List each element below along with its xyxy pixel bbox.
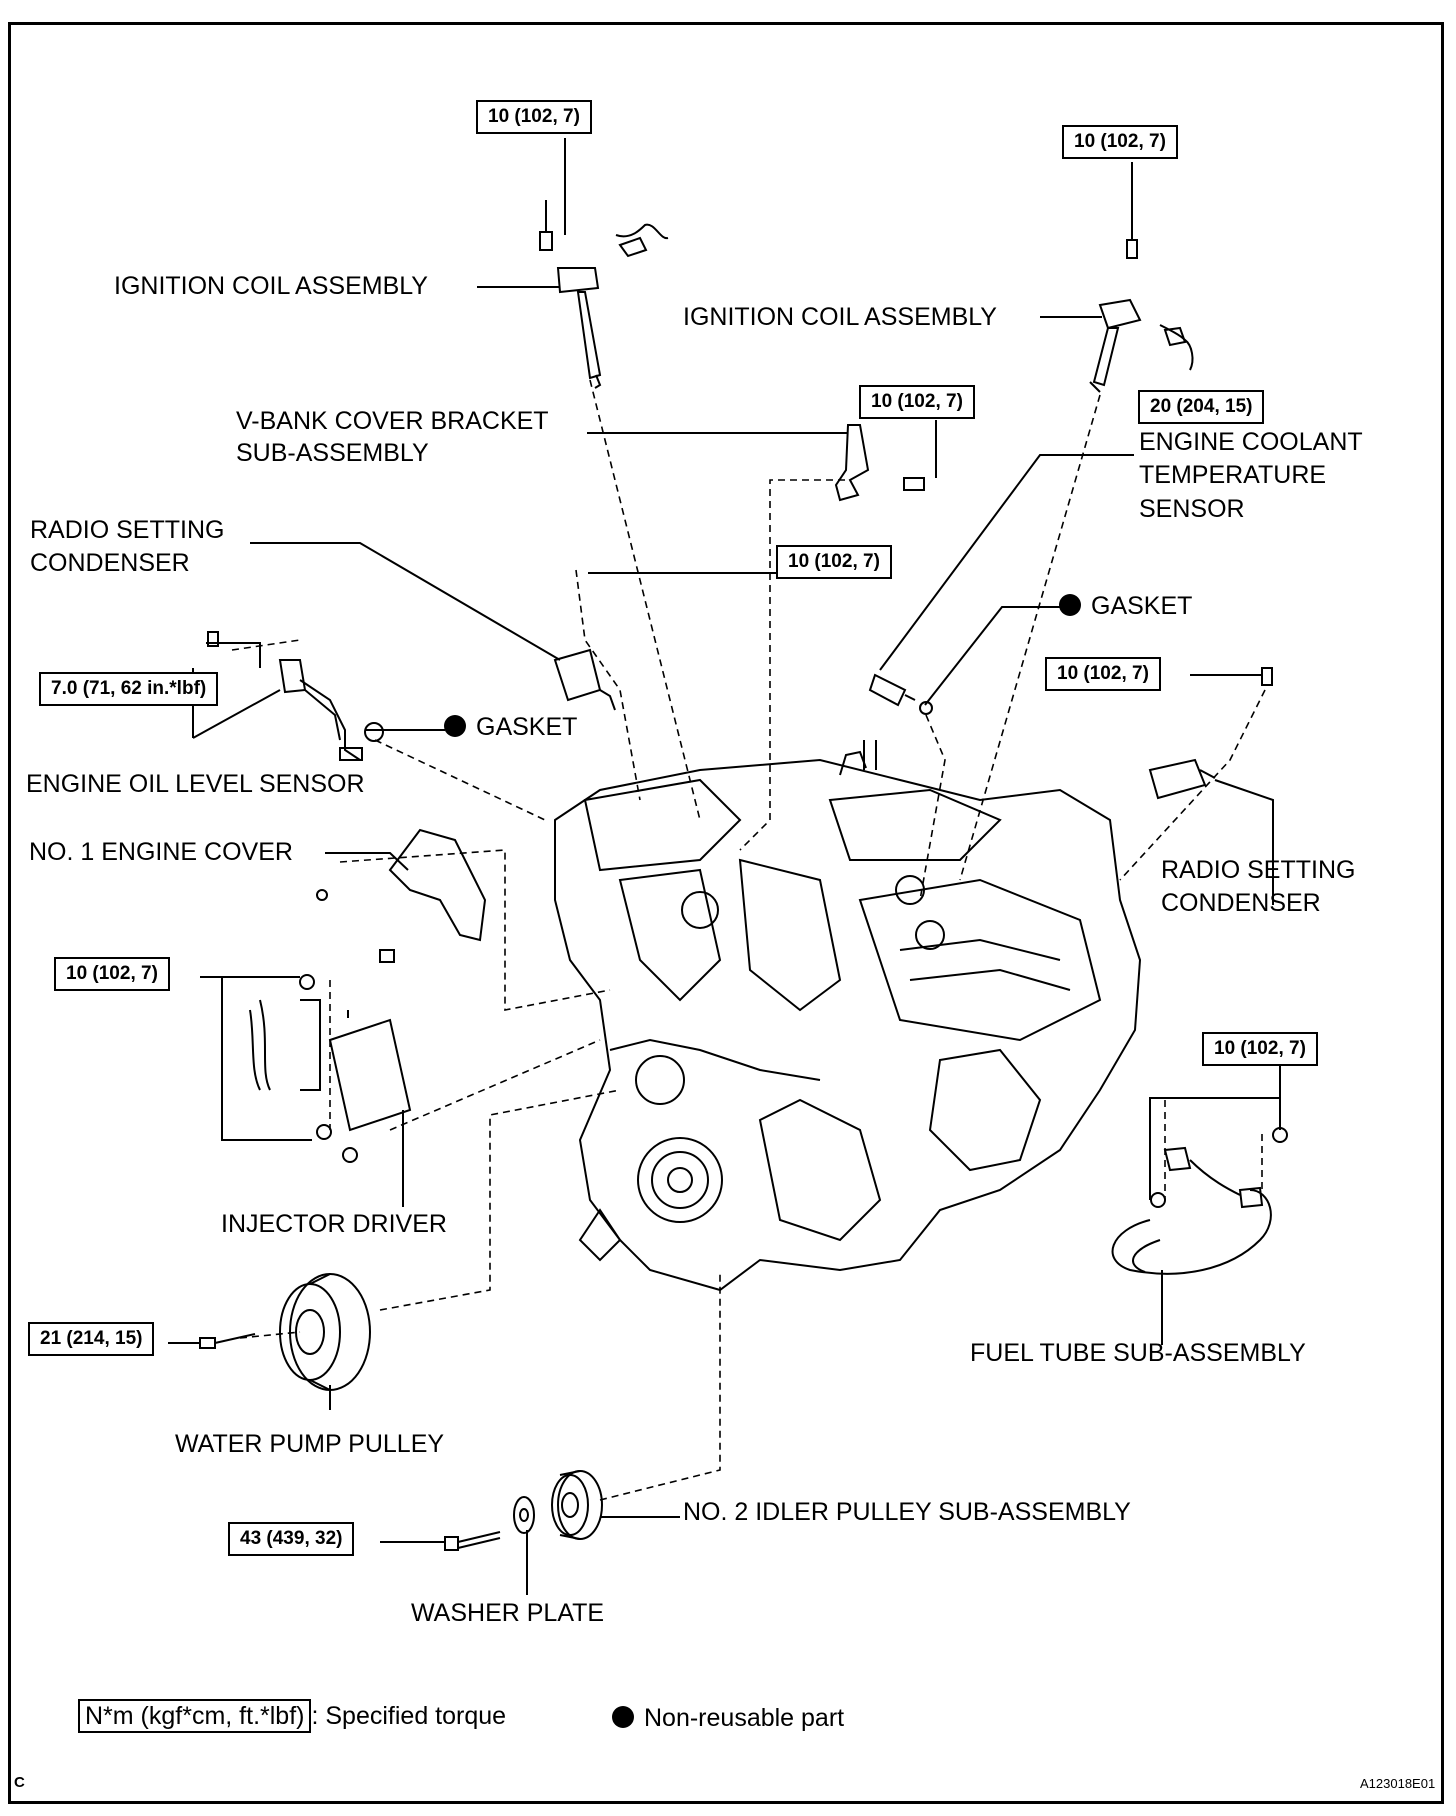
label-coolant-temp-line3: SENSOR [1139,495,1245,523]
ignition-coil-left-art [539,200,669,389]
label-engine-oil-level-sensor: ENGINE OIL LEVEL SENSOR [26,770,365,798]
radio-condenser-left-art [553,648,616,711]
legend-non-reusable: Non-reusable part [612,1702,844,1735]
label-water-pump-pulley: WATER PUMP PULLEY [175,1430,445,1458]
label-gasket-left: GASKET [444,711,577,744]
label-fuel-tube: FUEL TUBE SUB-ASSEMBLY [970,1339,1306,1367]
injector-driver-art [249,974,412,1163]
engine-block [554,740,1142,1292]
torque-v-bank-bracket: 10 (102, 7) [859,385,975,419]
label-radio-condenser-left-line2: CONDENSER [30,549,190,577]
label-radio-condenser-right-line2: CONDENSER [1161,889,1321,917]
label-v-bank-bracket-line2: SUB-ASSEMBLY [236,439,429,467]
figure-id: A123018E01 [1360,1776,1436,1791]
label-radio-condenser-left-line1: RADIO SETTING [30,516,225,544]
v-bank-bracket-art [834,420,937,502]
ignition-coil-right-art [1089,200,1194,393]
label-ignition-coil-left: IGNITION COIL ASSEMBLY [114,272,428,300]
torque-idler-pulley: 43 (439, 32) [228,1522,355,1556]
fuel-tube-art [1111,1127,1288,1275]
label-radio-condenser-right-line1: RADIO SETTING [1161,856,1356,884]
non-reusable-dot [612,1706,634,1729]
torque-fuel-tube: 10 (102, 7) [1202,1032,1318,1066]
label-ignition-coil-right: IGNITION COIL ASSEMBLY [683,303,997,331]
torque-oil-level-sensor: 7.0 (71, 62 in.*lbf) [39,672,219,706]
label-coolant-temp-line2: TEMPERATURE [1139,461,1327,489]
label-no1-engine-cover: NO. 1 ENGINE COVER [29,838,293,866]
idler-pulley-art [444,1470,603,1551]
legend-torque-desc: : Specified torque [311,1702,507,1730]
oil-level-sensor-art [207,631,384,761]
label-injector-driver: INJECTOR DRIVER [221,1210,447,1238]
engine-cover-art [316,828,487,963]
label-v-bank-bracket-line1: V-BANK COVER BRACKET [236,407,549,435]
legend-torque-box: N*m (kgf*cm, ft.*lbf) [78,1699,312,1733]
coolant-sensor-art [868,673,933,715]
torque-ignition-left: 10 (102, 7) [476,100,592,134]
water-pump-pulley-art [199,1273,371,1391]
label-coolant-temp-line1: ENGINE COOLANT [1139,428,1363,456]
torque-injector-driver: 10 (102, 7) [54,957,170,991]
torque-ignition-right: 10 (102, 7) [1062,125,1178,159]
non-reusable-dot [1059,594,1081,617]
corner-letter: C [14,1774,25,1791]
legend-torque: N*m (kgf*cm, ft.*lbf): Specified torque [78,1699,507,1733]
torque-coolant-sensor: 20 (204, 15) [1138,390,1265,424]
torque-center-bolt: 10 (102, 7) [776,545,892,579]
label-washer-plate: WASHER PLATE [411,1599,605,1627]
diagram-frame [8,22,1444,1804]
label-idler-pulley: NO. 2 IDLER PULLEY SUB-ASSEMBLY [683,1498,1131,1526]
label-gasket-right: GASKET [1059,590,1192,623]
radio-condenser-right-art [1148,667,1273,800]
torque-radio-condenser-right: 10 (102, 7) [1045,657,1161,691]
non-reusable-dot [444,715,466,738]
torque-water-pump-pulley: 21 (214, 15) [28,1322,155,1356]
